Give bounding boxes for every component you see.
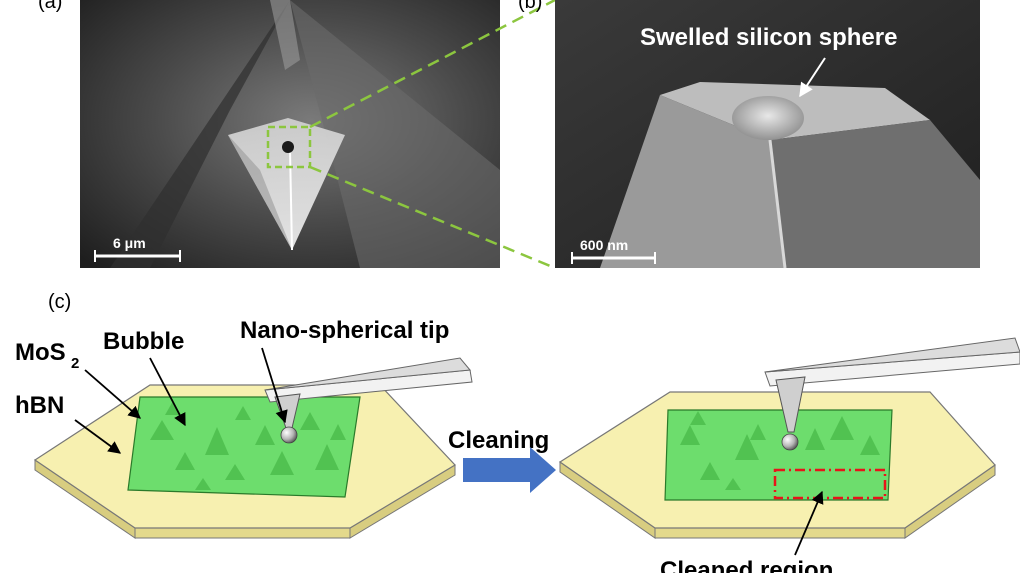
swelled-sphere-label: Swelled silicon sphere: [640, 24, 897, 51]
schematic-after: [558, 337, 1020, 539]
nano-sphere-right: [781, 433, 799, 451]
zoom-line-bottom: [309, 165, 556, 270]
tip-ridge: [768, 139, 787, 269]
bubble-label: Bubble: [103, 328, 184, 355]
tip-label: Nano-spherical tip: [240, 317, 449, 344]
mos2-subscript: 2: [71, 355, 79, 372]
scale-bar-b-label: 600 nm: [580, 237, 628, 253]
cleaning-label: Cleaning: [448, 427, 549, 454]
hbn-flake-right-front: [654, 527, 906, 539]
hbn-label: hBN: [15, 392, 64, 419]
mos2-arrow: [84, 369, 141, 419]
mos2-label: MoS: [15, 339, 66, 366]
sem-tip-cone: [228, 118, 345, 250]
zoom-line-top: [309, 0, 556, 129]
swelled-sphere-arrow: [799, 57, 826, 98]
pyramid-face-left: [110, 0, 290, 268]
cleaned-label: Cleaned region: [660, 557, 833, 573]
scale-bar-a-label: 6 μm: [113, 235, 146, 251]
panel-a: 6 μm (a): [38, 0, 500, 268]
bubble-arrow: [149, 357, 186, 427]
nano-sphere-left: [280, 426, 298, 444]
cleaned-arrow: [794, 490, 824, 556]
bubbles-right: [680, 411, 880, 490]
tip-left-face: [600, 95, 785, 268]
panel-a-label: (a): [38, 0, 62, 13]
panel-c-label: (c): [48, 291, 71, 313]
panel-b: Swelled silicon sphere 600 nm (b): [518, 0, 980, 269]
tip-right-face: [770, 120, 980, 268]
tip-arrow: [261, 347, 288, 424]
cantilever-right-top: [764, 337, 1020, 373]
hbn-arrow: [74, 419, 122, 454]
cantilever-left-top: [264, 357, 471, 391]
panel-b-label: (b): [518, 0, 542, 13]
panel-c: (c) MoS 2 Bubble: [15, 291, 1020, 573]
pyramid-face-right: [290, 0, 500, 268]
sem-tip-shadow: [228, 135, 292, 250]
sem-tip-apex: [282, 141, 294, 153]
pyramid-ridge: [270, 0, 300, 70]
cleaning-arrow[interactable]: [463, 447, 556, 493]
schematic-before: [33, 357, 473, 539]
highlight-box: [266, 125, 312, 169]
probe-tip-right: [775, 376, 806, 433]
hbn-flake-left-front: [134, 527, 351, 539]
cleaned-region-box: [773, 468, 887, 500]
swelled-sphere: [732, 96, 804, 140]
